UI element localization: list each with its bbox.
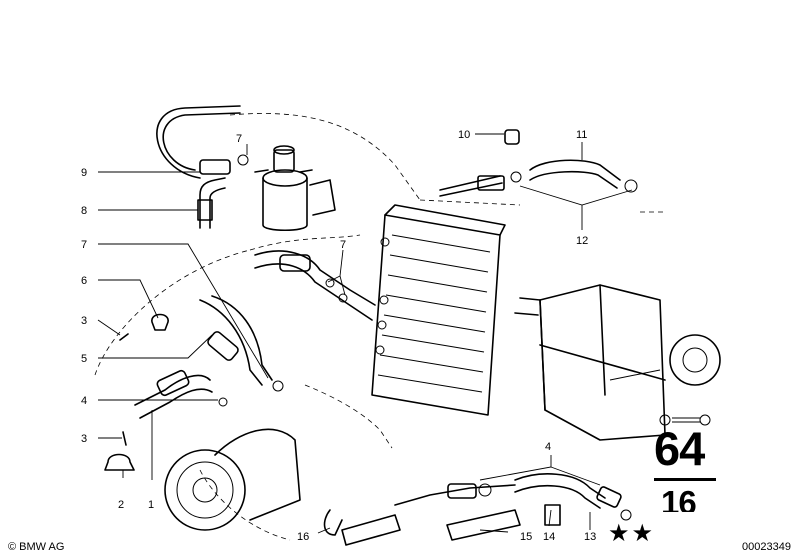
callout-2: 2 xyxy=(118,499,124,511)
callout-1: 1 xyxy=(148,499,154,511)
pipe-fittings-top xyxy=(439,129,638,197)
callout-11: 11 xyxy=(576,129,587,141)
callout-3-upper: 3 xyxy=(81,315,87,327)
callout-7-top: 7 xyxy=(236,133,242,145)
callout-16: 16 xyxy=(297,531,309,543)
callout-5: 5 xyxy=(81,353,87,365)
group-number-sub: 16 xyxy=(661,486,696,512)
vehicle-outline xyxy=(94,113,665,541)
pipe-elbow xyxy=(197,177,226,229)
callout-4-left: 4 xyxy=(81,395,87,407)
group-number-divider xyxy=(654,478,716,481)
callout-13: 13 xyxy=(584,531,596,543)
callout-4-bottom: 4 xyxy=(545,441,551,453)
callout-10: 10 xyxy=(458,129,470,141)
heater-housing xyxy=(514,284,721,441)
callout-6: 6 xyxy=(81,275,87,287)
callout-15: 15 xyxy=(520,531,532,543)
callout-labels: 9 8 7 7 7 6 3 5 4 3 2 1 10 11 12 4 13 14… xyxy=(81,129,596,543)
validity-stars: ★★ xyxy=(608,520,656,547)
leader-lines xyxy=(97,133,633,534)
callout-12: 12 xyxy=(576,235,588,247)
hose-suction-upper xyxy=(156,105,249,179)
hoses-bottom xyxy=(323,473,632,546)
document-number: 00023349 xyxy=(742,541,791,553)
callout-9: 9 xyxy=(81,167,87,179)
group-symbol xyxy=(659,414,711,426)
evaporator-core xyxy=(371,204,506,416)
callout-7-center: 7 xyxy=(340,239,346,251)
callout-7-left: 7 xyxy=(81,239,87,251)
receiver-drier xyxy=(254,145,336,232)
compressor xyxy=(164,428,301,531)
hose-discharge xyxy=(104,369,228,471)
hoses-center xyxy=(254,250,376,321)
group-number-main: 64 xyxy=(654,422,705,475)
copyright-notice: © BMW AG xyxy=(8,541,65,553)
hose-suction-lower xyxy=(119,295,284,392)
callout-14: 14 xyxy=(543,531,555,543)
callout-8: 8 xyxy=(81,205,87,217)
callout-3-lower: 3 xyxy=(81,433,87,445)
